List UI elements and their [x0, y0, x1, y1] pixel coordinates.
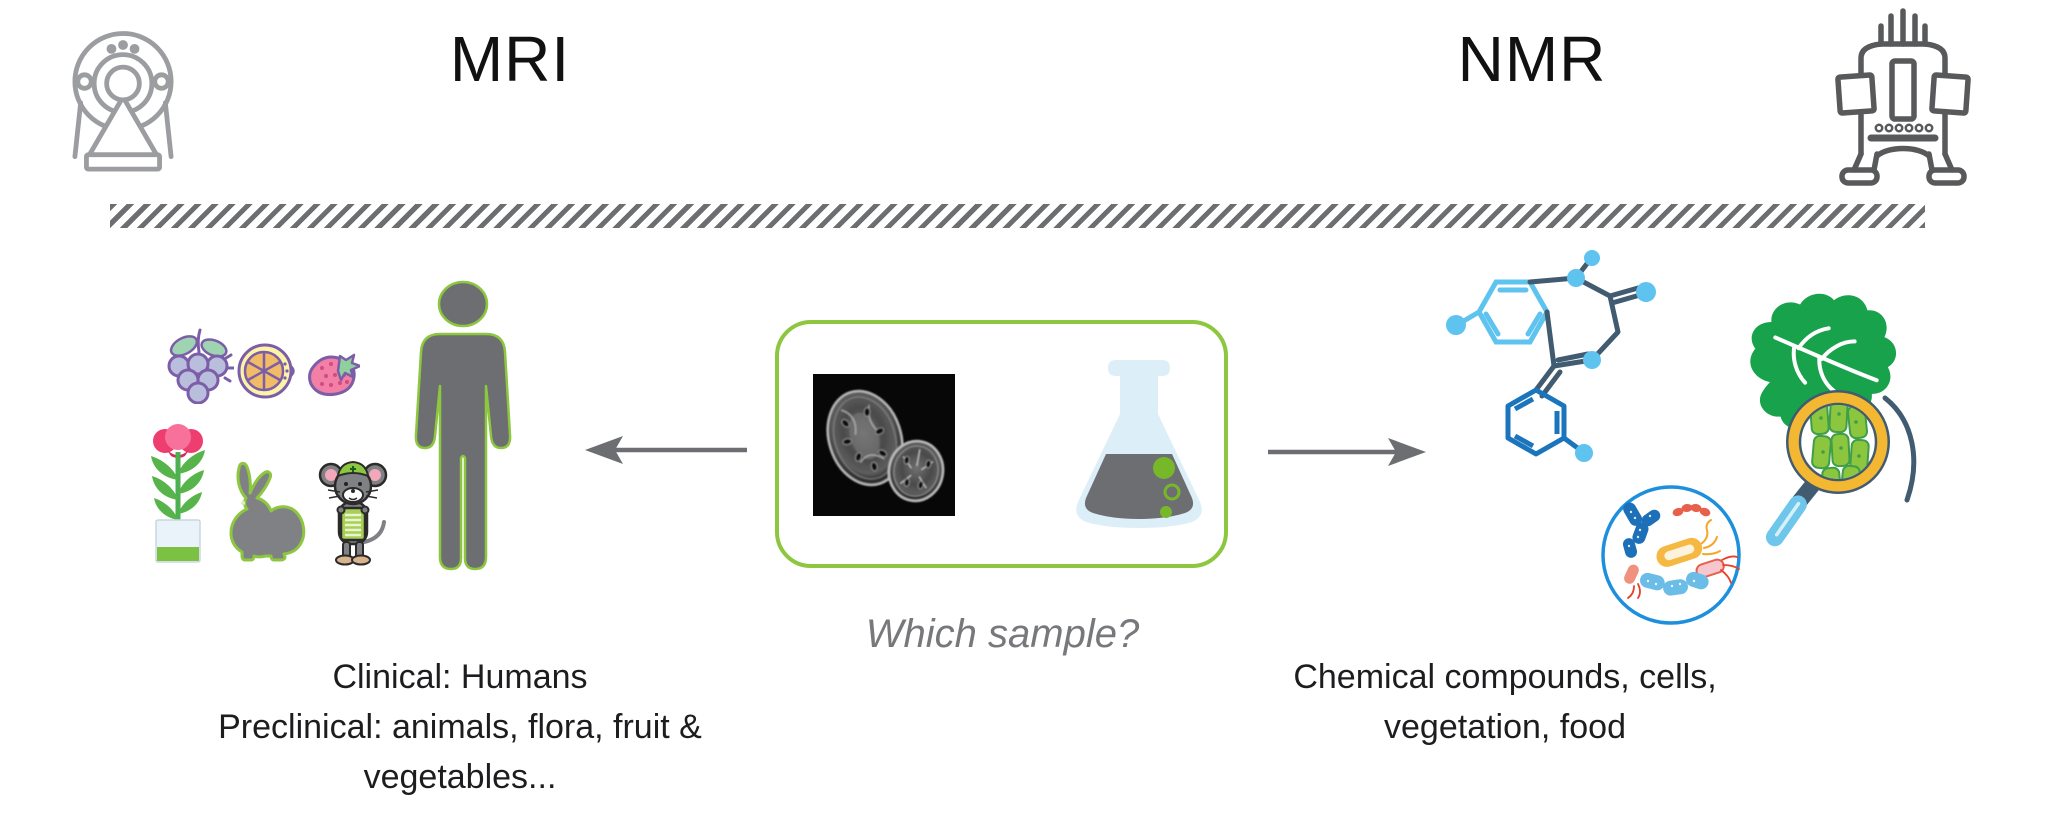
mri-scan-image: [813, 374, 955, 516]
nmr-spectrometer-icon: [1835, 8, 1971, 186]
nmr-title: NMR: [1457, 23, 1607, 95]
left-caption: Clinical: Humans Preclinical: animals, f…: [218, 658, 702, 796]
flower-pot-icon: [151, 424, 205, 563]
rabbit-icon: [229, 461, 306, 562]
arrow-right-icon: [1268, 438, 1426, 466]
question-caption: Which sample?: [865, 612, 1140, 656]
microbes-icon: [1601, 485, 1741, 625]
arrow-left-icon: [585, 436, 747, 464]
mri-title: MRI: [449, 23, 571, 95]
human-figure-icon: [414, 280, 512, 571]
lemon-slice-icon: [237, 343, 295, 399]
mouse-icon: [318, 460, 388, 566]
right-caption: Chemical compounds, cells, vegetation, f…: [1293, 658, 1717, 746]
leaf-magnifier-icon: [1750, 293, 1917, 547]
flask-icon: [1076, 360, 1202, 528]
strawberry-icon: [308, 353, 360, 396]
mri-scanner-icon: [72, 31, 174, 172]
hatched-divider: [110, 204, 1925, 228]
sample-box: [775, 320, 1228, 568]
grapes-icon: [167, 328, 234, 404]
molecule-icon: [1446, 250, 1656, 462]
